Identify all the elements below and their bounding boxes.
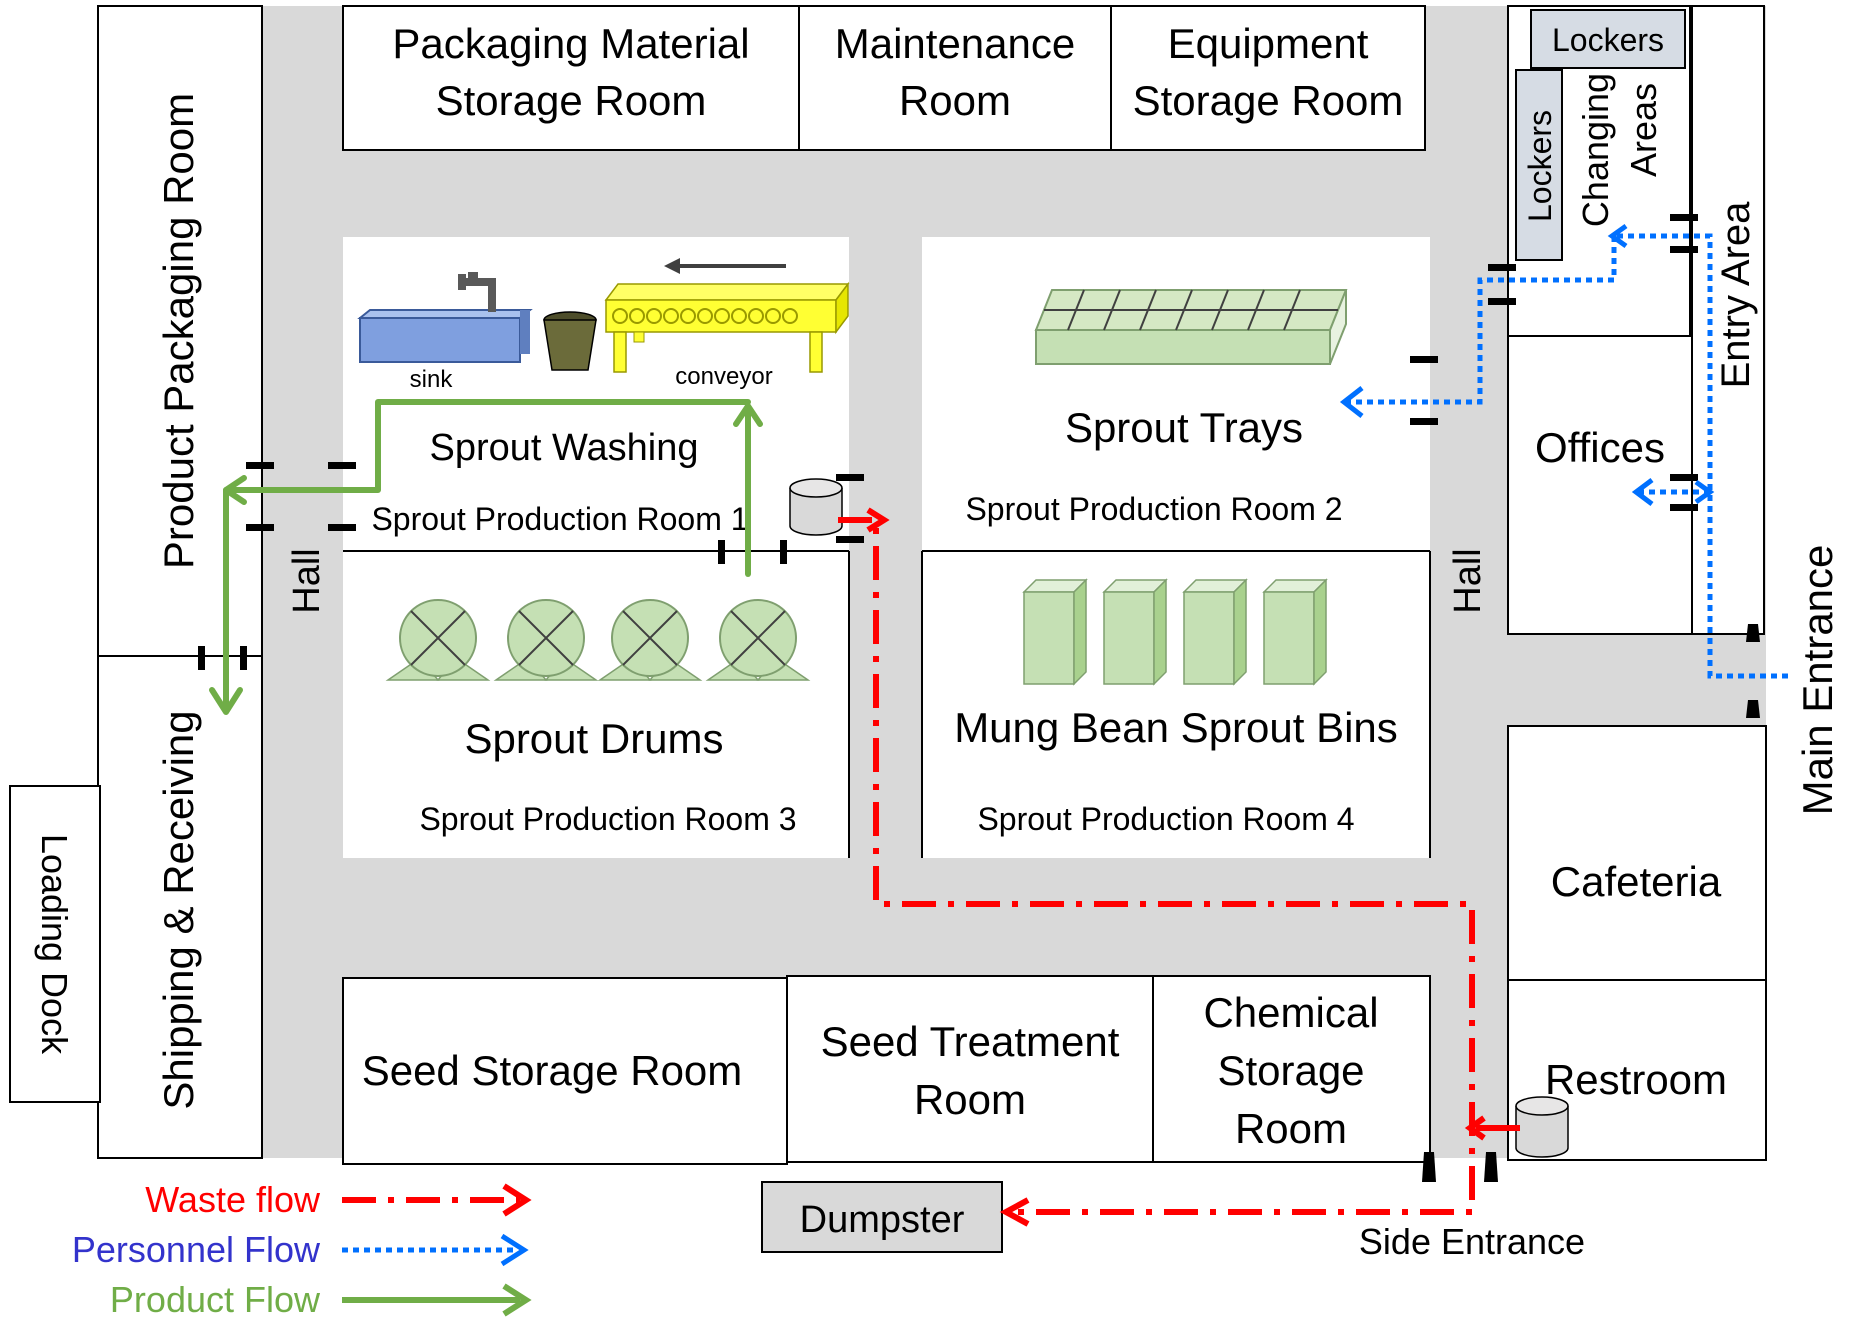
changing-areas-label-2: Areas [1623, 83, 1664, 177]
packaging-material-storage-label-2: Storage Room [436, 77, 707, 124]
chemical-storage-label-1: Chemical [1203, 989, 1378, 1036]
bucket-icon [543, 311, 597, 371]
conveyor-label: conveyor [675, 363, 772, 390]
seed-treatment-room [786, 975, 1154, 1163]
legend: Waste flow Personnel Flow Product Flow [72, 1179, 532, 1317]
dumpster-label: Dumpster [800, 1199, 965, 1241]
changing-areas-label-1: Changing [1575, 73, 1616, 227]
loading-dock [9, 785, 101, 1103]
maintenance-room-label-2: Room [899, 77, 1011, 124]
sprout-production-room-2-label: Sprout Production Room 2 [965, 491, 1342, 527]
product-packaging-room [97, 5, 263, 657]
shipping-receiving-label: Shipping & Receiving [155, 710, 202, 1109]
sprout-drums-label: Sprout Drums [464, 715, 723, 762]
mung-bean-bins-icon [1022, 578, 1328, 686]
restroom-label: Restroom [1545, 1056, 1727, 1103]
lockers-top-label: Lockers [1552, 22, 1664, 58]
hall-right-label: Hall [1447, 548, 1489, 613]
chemical-storage-label-3: Room [1235, 1105, 1347, 1152]
equipment-storage-label-2: Storage Room [1133, 77, 1404, 124]
chemical-storage-room [1152, 975, 1431, 1163]
dumpster [761, 1181, 1003, 1253]
offices-label: Offices [1535, 424, 1665, 471]
seed-treatment-label-2: Room [914, 1076, 1026, 1123]
legend-personnel-label: Personnel Flow [72, 1229, 321, 1270]
sprout-washing-label: Sprout Washing [430, 427, 699, 469]
sprout-trays-label: Sprout Trays [1065, 404, 1303, 451]
legend-waste-arrowhead [502, 1183, 532, 1217]
seed-storage-label: Seed Storage Room [362, 1047, 743, 1094]
packaging-material-storage-room [342, 5, 800, 151]
seed-treatment-label-1: Seed Treatment [821, 1018, 1120, 1065]
seed-storage-room [342, 977, 788, 1165]
equipment-storage-room [1110, 5, 1426, 151]
lockers-side [1515, 69, 1563, 261]
waste-bin-icon [789, 478, 843, 536]
sprout-production-room-3-label: Sprout Production Room 3 [419, 801, 796, 837]
hall-left-label: Hall [286, 548, 328, 613]
loading-dock-label: Loading Dock [34, 834, 75, 1055]
product-packaging-label: Product Packaging Room [155, 93, 202, 569]
waste-bin-icon [1515, 1096, 1569, 1158]
sprout-production-room-4 [922, 551, 1430, 858]
personnel-flow-path [1346, 233, 1788, 679]
main-entrance-label: Main Entrance [1794, 545, 1841, 816]
mung-bean-bins-label: Mung Bean Sprout Bins [954, 704, 1398, 751]
chemical-storage-label-2: Storage [1217, 1047, 1364, 1094]
sprout-production-room-1-label: Sprout Production Room 1 [371, 501, 748, 537]
legend-personnel-arrowhead [500, 1233, 529, 1267]
sink-label: sink [410, 366, 454, 393]
waste-flow-arrowheads [866, 507, 1486, 1227]
personnel-flow-arrowheads [1339, 223, 1715, 506]
maintenance-room-label-1: Maintenance [835, 20, 1076, 67]
legend-product-label: Product Flow [110, 1279, 321, 1317]
legend-waste-label: Waste flow [145, 1179, 321, 1220]
equipment-storage-label-1: Equipment [1168, 20, 1369, 67]
sprout-drums-icon [385, 599, 811, 681]
sprout-trays-icon [1034, 289, 1348, 365]
lockers-side-label: Lockers [1522, 110, 1558, 222]
waste-flow-path [838, 517, 1475, 1215]
lockers-top [1530, 9, 1686, 69]
entry-area-room [1691, 5, 1765, 635]
cafeteria-room [1507, 725, 1767, 981]
side-entrance-label: Side Entrance [1359, 1221, 1585, 1262]
product-flow-path [209, 399, 763, 715]
legend-product-arrowhead [502, 1283, 532, 1317]
sink-icon [357, 272, 533, 363]
cafeteria-label: Cafeteria [1551, 858, 1722, 905]
sprout-production-room-4-label: Sprout Production Room 4 [977, 801, 1354, 837]
offices-divider [1509, 337, 1691, 338]
offices-room [1507, 335, 1693, 635]
packaging-material-storage-label-1: Packaging Material [392, 20, 749, 67]
entry-area-label: Entry Area [1714, 201, 1758, 389]
conveyor-icon [604, 258, 850, 373]
maintenance-room [798, 5, 1112, 151]
door-markers [198, 214, 1760, 1182]
